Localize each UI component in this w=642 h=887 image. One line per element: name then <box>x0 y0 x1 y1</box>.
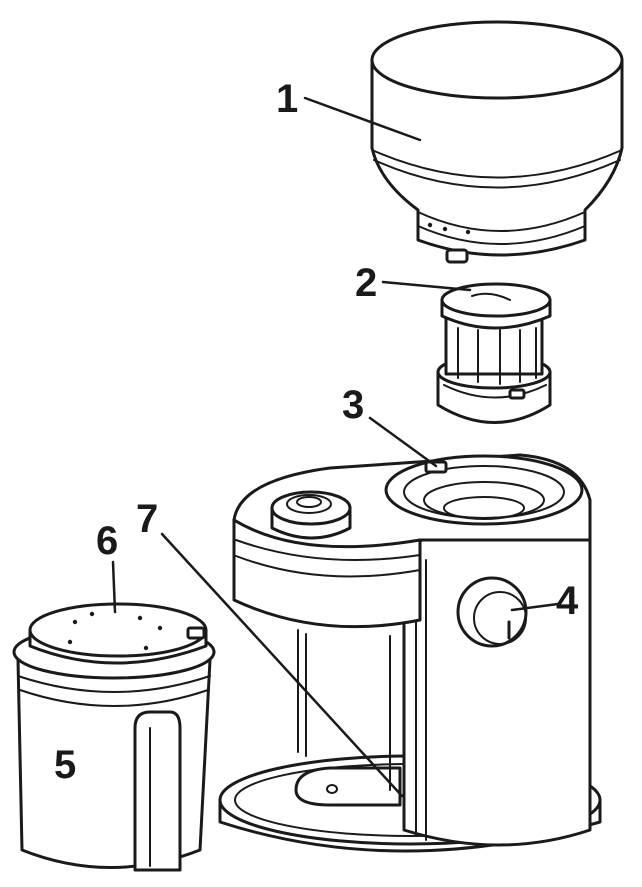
label-part-7: 7 <box>136 497 158 541</box>
label-part-5: 5 <box>54 743 76 787</box>
leader-4 <box>510 602 560 612</box>
container-lid <box>28 602 208 665</box>
grinder-body <box>218 453 602 853</box>
label-part-4: 4 <box>556 579 579 623</box>
leader-1 <box>303 96 422 142</box>
bean-hopper <box>370 20 624 264</box>
leader-lines <box>111 96 560 798</box>
part-numbers: 1 2 3 4 5 6 7 <box>54 77 579 787</box>
upper-burr <box>436 282 552 424</box>
label-part-6: 6 <box>96 519 118 563</box>
leader-2 <box>381 280 472 292</box>
leader-3 <box>368 416 438 468</box>
leader-7 <box>160 532 404 798</box>
label-part-3: 3 <box>342 383 364 427</box>
label-part-2: 2 <box>355 261 377 305</box>
leader-6 <box>111 560 117 614</box>
label-part-1: 1 <box>276 77 298 121</box>
